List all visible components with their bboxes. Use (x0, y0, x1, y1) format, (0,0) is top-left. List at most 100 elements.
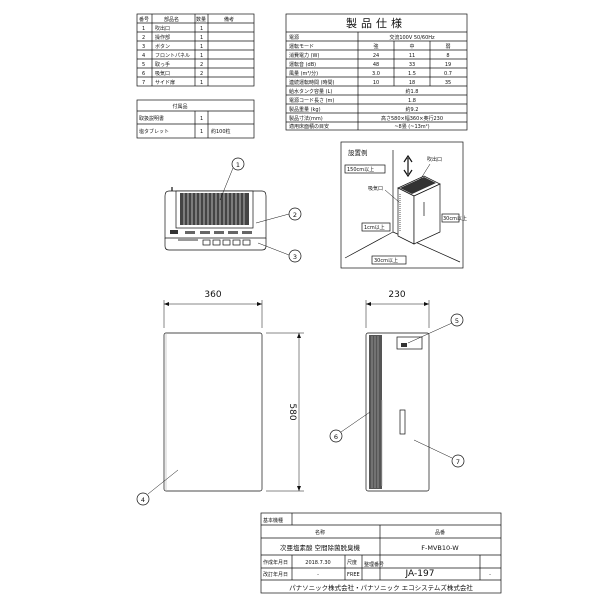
svg-text:5: 5 (455, 317, 459, 325)
callout-2: 2 (255, 207, 302, 224)
button[interactable] (202, 239, 211, 246)
parts-row-no: 5 (142, 62, 145, 68)
parts-row-no: 2 (142, 35, 145, 41)
doc-no: JA-197 (405, 569, 435, 579)
callout-4: 4 (136, 469, 179, 506)
spec-mode-medium: 中 (409, 43, 414, 50)
spec-label: 運転音 (dB) (289, 61, 316, 68)
spec-table: 製品仕様 電源 交流100V 50/60Hz 運転モード 強 中 弱 消費電力 … (285, 13, 468, 131)
install-outlet-label: 吹出口 (427, 156, 442, 163)
model-label: 品番 (435, 529, 445, 536)
spec-value: 1.8 (408, 98, 416, 104)
spec-value: 0.7 (444, 71, 452, 77)
spec-value: 3.0 (372, 71, 380, 77)
revised-label: 改訂年月日 (263, 571, 288, 578)
parts-row-qty: 1 (200, 80, 203, 86)
parts-header-qty: 数量 (196, 16, 206, 23)
scale-label: 尺度 (347, 559, 357, 566)
outlet-grille (180, 193, 249, 225)
accessory-note: 約100粒 (211, 128, 231, 135)
front-view: 360 580 (163, 290, 304, 492)
spec-title: 製品仕様 (346, 16, 406, 30)
callout-7: 7 (413, 439, 465, 468)
parts-row-no: 6 (142, 71, 145, 77)
spec-mode-strong: 強 (373, 43, 378, 50)
install-title: 設置例 (348, 148, 368, 157)
parts-row-no: 7 (142, 80, 145, 86)
parts-row-name: 取っ手 (155, 61, 170, 68)
callout-5: 5 (407, 313, 464, 344)
side-view: 230 (365, 290, 430, 492)
control-panel (170, 230, 252, 246)
dim-height: 580 (287, 403, 297, 420)
svg-text:7: 7 (456, 458, 460, 466)
scale-value: FREE (347, 572, 360, 578)
button[interactable] (232, 239, 241, 246)
spec-label: 製品重量 (kg) (289, 106, 321, 113)
parts-table: 番号 部品名 数量 備考 1 吹出口 1 2 操作部 1 3 ボタン 1 4 フ… (136, 13, 255, 87)
parts-header-no: 番号 (139, 16, 149, 23)
spec-label: 電源 (289, 34, 299, 41)
accessory-qty: 1 (200, 116, 203, 122)
install-outlet-grille (400, 177, 436, 194)
created-date: 2018.7.30 (305, 560, 330, 566)
top-view (164, 187, 267, 251)
accessory-name: 取扱説明書 (139, 115, 164, 122)
parts-row-no: 4 (142, 53, 145, 59)
install-clearance-top: 150cm以上 (347, 166, 374, 173)
parts-row-qty: 1 (200, 44, 203, 50)
parts-row-name: 吸気口 (155, 70, 170, 77)
spec-value: 19 (445, 62, 451, 68)
install-clearance-right: 30cm以上 (443, 215, 467, 222)
spec-value: 24 (373, 53, 379, 59)
spec-label: 適用床面積の目安 (289, 123, 329, 130)
svg-text:4: 4 (141, 496, 145, 504)
spec-label: 連続運転時間 (時間) (289, 79, 335, 86)
intake-grille (369, 335, 382, 489)
revision: - (489, 572, 491, 578)
parts-row-qty: 1 (200, 26, 203, 32)
spec-value: 10 (373, 80, 379, 86)
parts-row-no: 1 (142, 26, 145, 32)
parts-header-notes: 備考 (224, 16, 234, 23)
dim-depth: 230 (388, 290, 405, 300)
spec-value: 11 (409, 53, 415, 59)
revised-date: - (317, 572, 319, 578)
spec-value: 35 (445, 80, 451, 86)
button[interactable] (222, 239, 231, 246)
title-block: 基本機種 名称 品番 次亜塩素酸 空間除菌脱臭機 F-MVB10-W 作成年月日… (260, 512, 502, 594)
callout-1: 1 (219, 157, 245, 201)
product-name: 次亜塩素酸 空間除菌脱臭機 (280, 543, 361, 552)
button[interactable] (242, 239, 251, 246)
button[interactable] (212, 239, 221, 246)
parts-row-name: フロントパネル (155, 53, 190, 59)
installation-example: 設置例 150cm以上 吸気口 吹出口 1cm以上 30cm以上 30cm以上 (340, 141, 467, 269)
spec-value: 33 (409, 62, 415, 68)
parts-row-qty: 1 (200, 53, 203, 59)
created-label: 作成年月日 (263, 559, 288, 566)
accessories-title: 付属品 (172, 103, 187, 110)
parts-row-qty: 2 (200, 71, 203, 77)
basic-model-label: 基本機種 (263, 517, 283, 524)
spec-value: 交流100V 50/60Hz (389, 34, 435, 41)
parts-row-name: 吹出口 (155, 25, 170, 32)
spec-label: 運転モード (289, 44, 314, 50)
callout-6: 6 (329, 411, 371, 443)
svg-text:2: 2 (293, 211, 297, 219)
name-label: 名称 (315, 529, 325, 536)
install-clearance-left: 1cm以上 (364, 224, 385, 231)
spec-label: 電源コード長さ (m) (289, 97, 334, 104)
svg-text:1: 1 (236, 161, 240, 169)
spec-label: 消費電力 (W) (289, 52, 319, 59)
install-clearance-bottom: 30cm以上 (374, 257, 398, 264)
spec-label: 給水タンク容量 (L) (289, 88, 332, 95)
doc-no-label: 整理番号 (364, 561, 384, 568)
arrow-up-icon (403, 154, 413, 178)
accessory-name: 塩タブレット (139, 128, 169, 135)
spec-value: 48 (373, 62, 379, 68)
spec-value: ~8畳 (~13m²) (394, 124, 429, 130)
spec-value: 約1.8 (406, 88, 419, 95)
handle-icon (401, 343, 407, 347)
parts-header-name: 部品名 (164, 16, 179, 23)
spec-mode-weak: 弱 (445, 44, 450, 50)
